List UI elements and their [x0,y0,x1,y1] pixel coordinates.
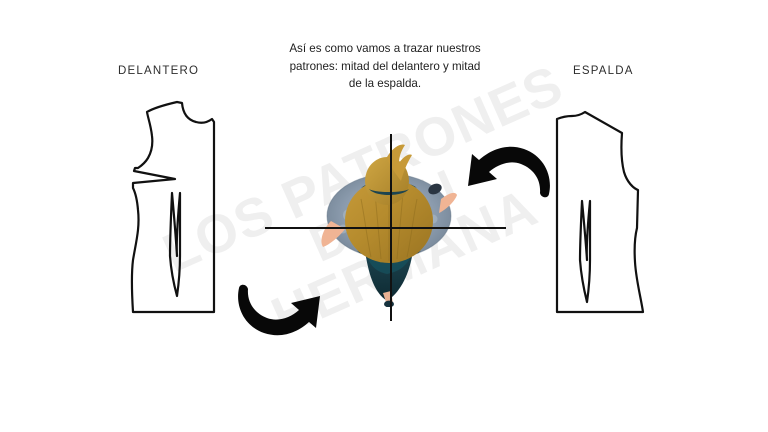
caption-text: Así es como vamos a trazar nuestros patr… [289,42,481,91]
front-bodice-pattern [118,100,253,325]
label-delantero: DELANTERO [118,65,200,77]
horizontal-center-line [265,227,506,229]
back-bodice-pattern [530,100,665,325]
vertical-center-line [390,134,392,321]
label-espalda: ESPALDA [573,65,634,77]
curved-arrow-top-right [456,138,554,205]
curved-arrow-bottom-left [234,282,332,349]
